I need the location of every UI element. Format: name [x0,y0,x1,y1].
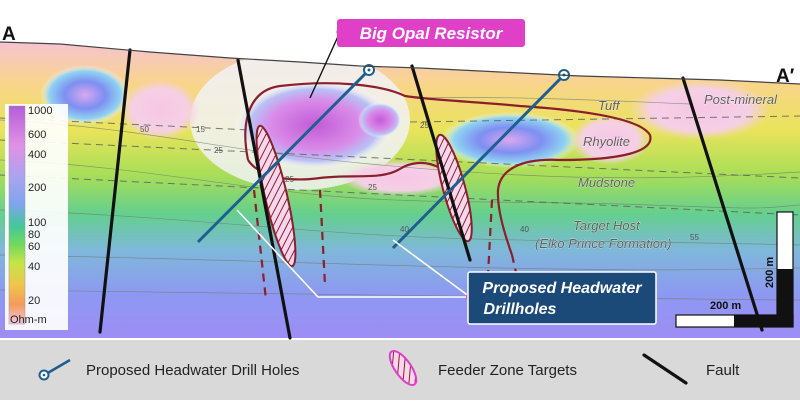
drillhole-1-trace [196,68,371,244]
contour-value-labels: 50 15 25 25 25 40 55 40 25 [140,121,699,242]
contour-label: 40 [400,225,409,234]
scale-tick-label: 60 [28,241,40,253]
scale-unit-label: Ohm-m [10,314,47,326]
resistor-callout: Big Opal Resistor [337,19,525,47]
contour-label: 25 [285,175,294,184]
fault-3 [410,64,472,262]
scale-tick-label: 1000 [28,105,52,117]
fault-1 [98,48,132,334]
scale-tick-label: 80 [28,229,40,241]
color-scale-bar [8,105,26,325]
drillholes-leader-lines [236,209,471,298]
section-start-label: A [2,24,16,45]
faults [98,48,764,340]
horizontal-scale-label: 200 m [710,300,741,312]
scale-tick-label: 400 [28,149,46,161]
fault-4 [681,76,764,332]
contour-lines [0,97,800,301]
resistivity-color-scale: 1000 600 400 200 100 80 60 40 20 Ohm-m [5,104,68,330]
section-end-label: A′ [776,66,795,87]
resistor-callout-label: Big Opal Resistor [360,24,504,43]
scale-tick-label: 100 [28,217,46,229]
unit-rhyolite-label: Rhyolite [583,134,630,149]
contour-label: 15 [196,125,205,134]
contour-label: 25 [420,121,429,130]
proposed-drillholes [196,64,570,250]
legend-drillhole-symbol [38,358,71,381]
unit-mudstone-label: Mudstone [578,175,635,190]
legend-fault-symbol [642,353,688,385]
scale-bars: 200 m 200 m [675,211,794,328]
unit-labels: Tuff Post-mineral Rhyolite Mudstone Targ… [535,92,778,251]
drillhole-2-trace [391,73,566,250]
contour-label: 55 [690,233,699,242]
legend-feeder-symbol [388,349,418,387]
contour-label: 25 [214,146,223,155]
fault-2 [236,58,292,340]
contour-label: 40 [520,225,529,234]
contour-label: 50 [140,125,149,134]
topographic-surface [0,41,800,85]
legend-feeder-label: Feeder Zone Targets [438,362,577,379]
legend-fault-label: Fault [706,362,740,379]
unit-formation-label: (Elko Prince Formation) [535,236,672,251]
unit-tuff-label: Tuff [598,98,621,113]
unit-target-host-label: Target Host [573,218,641,233]
scale-tick-label: 200 [28,182,46,194]
legend: Proposed Headwater Drill Holes Feeder Zo… [0,340,800,400]
contour-label: 25 [368,183,377,192]
drillholes-callout: Proposed Headwater Drillholes [467,271,657,325]
legend-drillhole-label: Proposed Headwater Drill Holes [86,362,299,379]
vertical-scale-label: 200 m [764,257,776,288]
drillholes-callout-line2: Drillholes [484,301,557,318]
scale-tick-label: 20 [28,295,40,307]
scale-tick-label: 600 [28,129,46,141]
resistivity-section [0,42,800,338]
unit-post-mineral-label: Post-mineral [704,92,778,107]
drillholes-callout-line1: Proposed Headwater [482,280,642,297]
scale-tick-label: 40 [28,261,40,273]
resistor-leader-line [309,31,341,99]
